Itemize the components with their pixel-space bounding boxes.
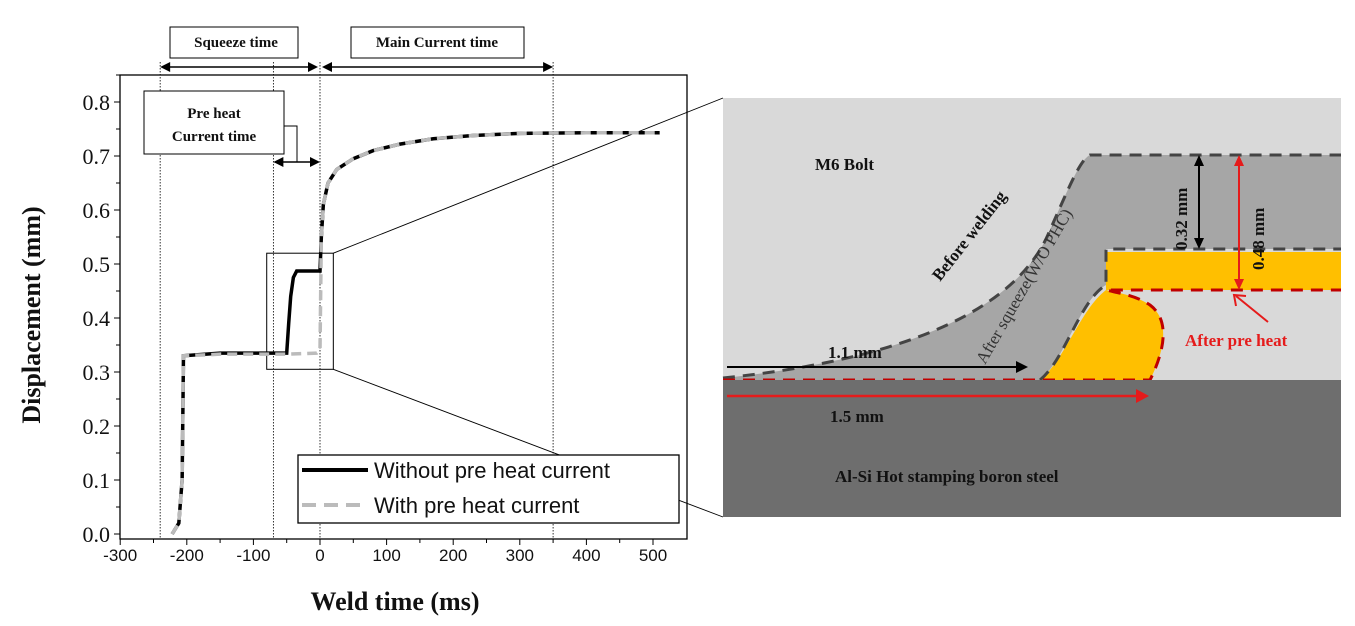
joint-cross-section-diagram: M6 Bolt Al-Si Hot stamping boron steel B… [722, 98, 1341, 517]
arrowhead [310, 157, 320, 167]
legend: Without pre heat current With pre heat c… [297, 454, 680, 524]
y-tick-label: 0.8 [83, 90, 111, 115]
x-tick-label: 500 [639, 546, 667, 565]
dim-1-1mm-label: 1.1 mm [828, 343, 882, 362]
x-tick-label: -300 [103, 546, 137, 565]
y-tick-label: 0.4 [83, 306, 111, 331]
legend-label-without: Without pre heat current [374, 458, 610, 483]
dim-0-48mm-label: 0.48 mm [1249, 208, 1268, 270]
arrowhead [273, 157, 284, 167]
zoom-connector [333, 97, 724, 254]
y-tick-label: 0.3 [83, 360, 111, 385]
y-tick-label: 0.0 [83, 522, 111, 547]
steel-label: Al-Si Hot stamping boron steel [835, 467, 1059, 486]
steel-region [723, 380, 1341, 517]
zoom-box [266, 252, 334, 370]
dim-0-32mm-label: 0.32 mm [1172, 188, 1191, 250]
plot-frame [119, 74, 688, 540]
melt-region-upper [1106, 252, 1341, 290]
y-tick-label: 0.5 [83, 252, 111, 277]
x-axis-label: Weld time (ms) [311, 587, 480, 616]
y-tick-label: 0.7 [83, 144, 111, 169]
after-preheat-pointer [1235, 295, 1269, 323]
main-current-time-label: Main Current time [376, 35, 499, 51]
y-tick-label: 0.1 [83, 468, 111, 493]
preheat-leader [284, 125, 298, 162]
main-current-time-box [350, 26, 525, 59]
preheat-time-label-2: Current time [172, 129, 257, 145]
x-tick-label: 100 [372, 546, 400, 565]
x-tick-label: 400 [572, 546, 600, 565]
melt-region-lower [1040, 290, 1164, 380]
y-tick-label: 0.2 [83, 414, 111, 439]
x-tick-label: -100 [236, 546, 270, 565]
y-axis-label: Displacement (mm) [17, 206, 46, 423]
x-tick-label: -200 [170, 546, 204, 565]
x-tick-label: 300 [506, 546, 534, 565]
x-tick-label: 200 [439, 546, 467, 565]
arrowhead [308, 62, 318, 72]
x-tick-label: 0 [315, 546, 324, 565]
dim-1-5mm-label: 1.5 mm [830, 407, 884, 426]
preheat-time-box [143, 90, 285, 155]
after-preheat-outline [723, 288, 1341, 382]
after-preheat-label: After pre heat [1185, 331, 1288, 350]
squeeze-time-box [169, 26, 299, 59]
preheat-time-label-1: Pre heat [187, 106, 240, 122]
squeeze-time-label: Squeeze time [194, 35, 278, 51]
arrowhead [160, 62, 171, 72]
squeezed-region [723, 155, 1341, 380]
arrowhead [322, 62, 332, 72]
legend-label-with: With pre heat current [374, 493, 579, 518]
arrowhead [543, 62, 554, 72]
bolt-label: M6 Bolt [815, 155, 874, 174]
y-tick-label: 0.6 [83, 198, 111, 223]
after-squeeze-outline [1039, 247, 1341, 382]
before-welding-outline [722, 153, 1341, 380]
